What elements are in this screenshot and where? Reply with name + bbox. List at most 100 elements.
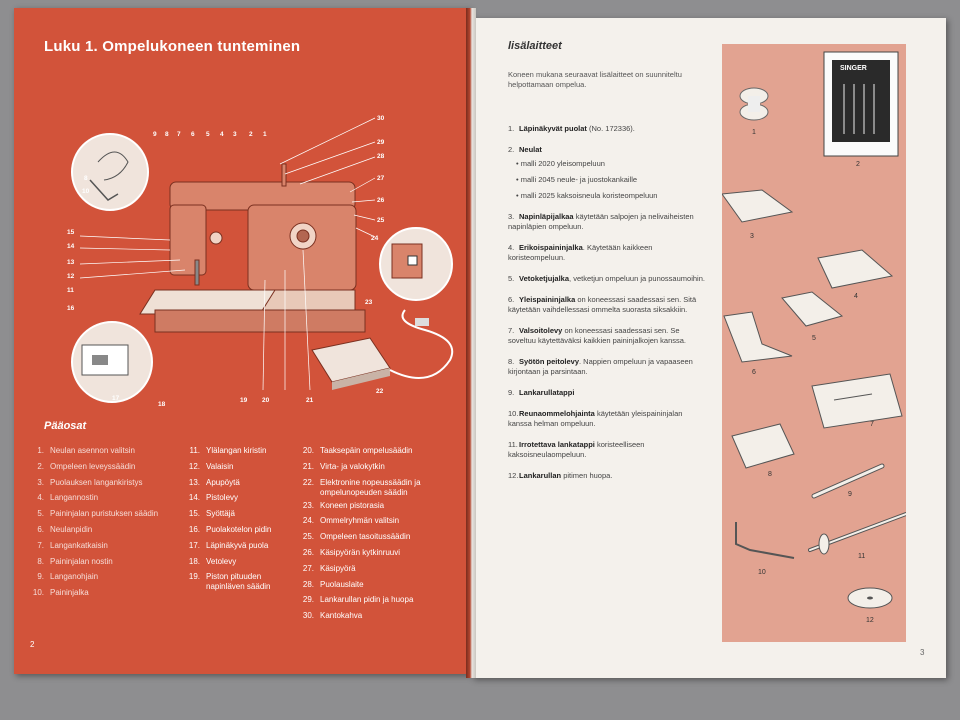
figure-label: 7	[870, 421, 874, 428]
part-item: 28.Puolauslaite	[302, 579, 364, 589]
svg-text:26: 26	[377, 197, 385, 204]
buttonhole-foot-figure: 3	[721, 189, 794, 240]
svg-text:20: 20	[262, 397, 270, 404]
accessory-item: 9.Lankarullatappi	[508, 388, 575, 397]
accessory-item: 1.Läpinäkyvät puolat (No. 172336).	[508, 124, 635, 133]
needle-pack-figure: SINGER 2	[823, 51, 899, 168]
svg-text:21: 21	[306, 397, 314, 404]
figure-label: 1	[752, 129, 756, 136]
part-item: 25.Ompeleen tasoitussäädin	[302, 532, 411, 542]
svg-text:12: 12	[67, 273, 75, 280]
svg-text:14: 14	[67, 243, 75, 250]
accessory-item: 5.Vetoketjujalka, vetketjun ompeluun ja …	[508, 274, 705, 283]
machine-drawing	[139, 163, 366, 333]
part-item: 12.Valaisin	[188, 461, 234, 471]
part-item: 2.Ompeleen leveyssäädin	[37, 461, 136, 471]
part-item: 4.Langannostin	[37, 493, 99, 503]
feed-cover-plate-figure: 8	[731, 423, 795, 478]
svg-text:18: 18	[158, 401, 166, 408]
part-item: 24.Ommelryhmän valitsin	[302, 516, 400, 526]
accessory-item: 8.Syötön peitolevy. Nappien ompeluun ja …	[508, 357, 693, 376]
accessories-title: lisälaitteet	[508, 40, 562, 52]
hem-guide-figure: 10	[735, 522, 795, 576]
part-item: 11.Ylälangan kiristin	[189, 446, 267, 455]
parts-list-col1: 1.Neulan asennon valitsin 2.Ompeleen leve…	[30, 446, 158, 604]
removable-spool-pin-figure: 11	[808, 512, 908, 560]
accessory-item: 4.Erikoispaininjalka. Käytetään kaikkeen…	[508, 243, 653, 262]
chapter-title: Luku 1. Ompelukoneen tunteminen	[44, 38, 301, 55]
accessory-item: 7.Valsoitolevy on koneessasi saadessasi …	[508, 326, 687, 345]
part-item: 23.Koneen pistorasia	[302, 500, 385, 510]
accessories-intro: Koneen mukana seuraavat lisälaitteet on …	[508, 70, 682, 89]
accessory-item: 12.Lankarullan pitimen huopa.	[508, 471, 613, 480]
part-item: 10.Paininjalka	[32, 588, 89, 598]
page-number-left: 2	[30, 640, 35, 649]
presser-foot-detail-circle	[71, 133, 149, 211]
bobbin-figure: 1	[739, 87, 769, 136]
figure-label: 5	[812, 335, 816, 342]
svg-text:10: 10	[82, 188, 90, 195]
accessories-list: 1.Läpinäkyvät puolat (No. 172336).2.Neul…	[508, 124, 708, 492]
parts-list-col3: 20.Taaksepäin ompelusäädin 21.Virta- ja v…	[300, 446, 421, 627]
part-item: 20.Taaksepäin ompelusäädin	[302, 446, 413, 455]
svg-text:8: 8	[84, 175, 88, 182]
svg-text:2: 2	[249, 131, 253, 138]
svg-text:15: 15	[67, 229, 75, 236]
accessories-figure-panel: 1 SINGER 2 3 4	[721, 44, 908, 642]
svg-text:28: 28	[377, 153, 385, 160]
part-item: 7.Langankatkaisin	[37, 540, 108, 550]
part-item: 26.Käsipyörän kytkinruuvi	[302, 547, 401, 557]
part-item: 13.Apupöytä	[188, 477, 240, 487]
part-item: 9.Langanohjain	[37, 572, 99, 582]
part-item: 16.Puolakotelon pidin	[188, 524, 272, 534]
figure-label: 11	[858, 553, 865, 560]
spool-felt-figure: 12	[847, 587, 893, 624]
needle-plate-figure: 7	[811, 373, 903, 429]
figure-label: 12	[866, 617, 874, 624]
foot-pedal-drawing	[311, 309, 454, 390]
figure-label: 2	[856, 161, 860, 168]
svg-text:19: 19	[240, 397, 248, 404]
part-item: 1.Neulan asennon valitsin	[37, 446, 135, 455]
svg-text:3: 3	[233, 131, 237, 138]
parts-heading: Pääosat	[44, 420, 87, 432]
svg-text:6: 6	[191, 131, 195, 138]
part-item: 14.Pistolevy	[188, 493, 239, 503]
figure-label: 8	[768, 471, 772, 478]
special-foot-figure: 4	[817, 249, 894, 300]
figure-label: 10	[758, 569, 766, 576]
svg-text:1: 1	[263, 131, 267, 138]
svg-text:4: 4	[220, 131, 224, 138]
figure-label: 3	[750, 233, 754, 240]
part-item: 27.Käsipyörä	[302, 563, 356, 573]
part-item: 3.Puolauksen langankiristys	[37, 477, 143, 487]
svg-text:24: 24	[371, 235, 379, 242]
svg-text:5: 5	[206, 131, 210, 138]
accessory-item: 11.Irrotettava lankatappi koristeellisee…	[508, 440, 645, 459]
figure-label: 9	[848, 491, 852, 498]
zipper-foot-figure: 5	[781, 291, 844, 342]
svg-text:11: 11	[67, 287, 74, 294]
svg-text:8: 8	[165, 131, 169, 138]
svg-text:13: 13	[67, 259, 75, 266]
part-item: 15.Syöttäjä	[188, 509, 235, 519]
accessory-item: 3.Napinläpijalkaa käytetään salpojen ja …	[508, 212, 694, 231]
svg-text:17: 17	[112, 395, 120, 402]
part-item: 8.Paininjalan nostin	[37, 556, 113, 566]
svg-text:9: 9	[153, 131, 157, 138]
part-item: 18.Vetolevy	[188, 556, 237, 566]
part-item: 6.Neulanpidin	[37, 524, 93, 534]
figure-label: 6	[752, 369, 756, 376]
part-item: 17.Läpinäkyvä puola	[188, 540, 269, 550]
svg-text:7: 7	[177, 131, 181, 138]
part-item: 5.Paininjalan puristuksen säädin	[37, 509, 159, 519]
spool-pin-figure: 9	[811, 463, 885, 499]
part-item: 21.Virta- ja valokytkin	[302, 461, 385, 471]
svg-text:16: 16	[67, 305, 75, 312]
svg-text:30: 30	[377, 115, 385, 122]
